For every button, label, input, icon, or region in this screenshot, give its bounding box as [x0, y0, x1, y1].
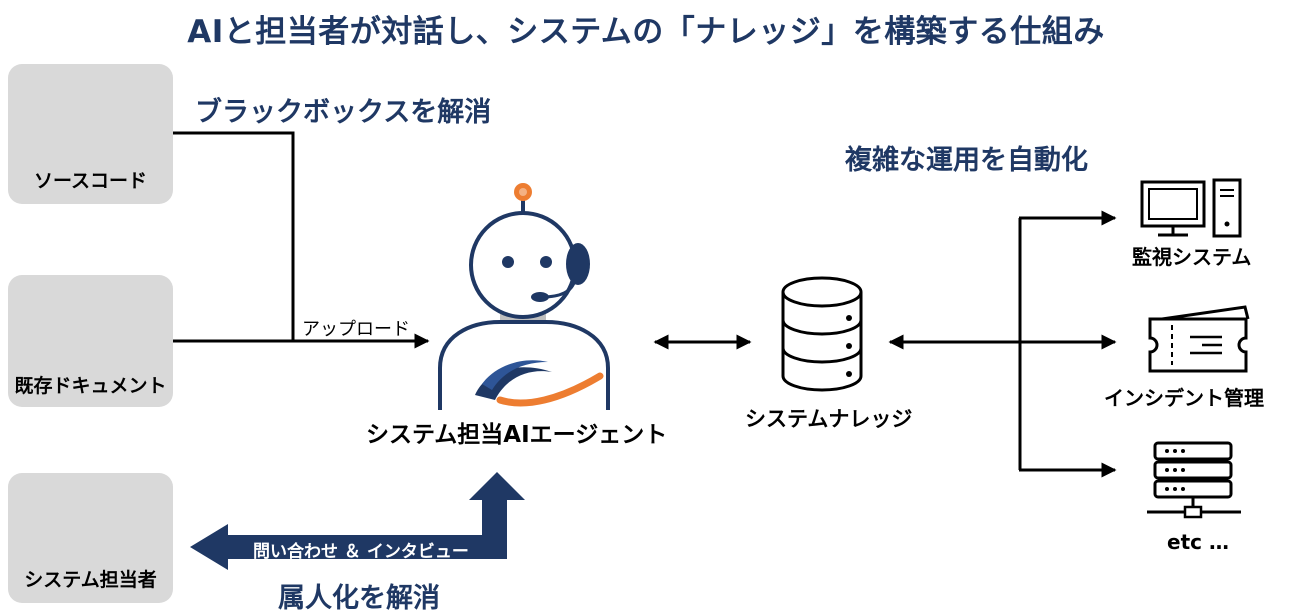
- heading-blackbox: ブラックボックスを解消: [195, 97, 492, 128]
- source-box-document: 既存ドキュメント: [8, 275, 173, 407]
- heading-automation: 複雑な運用を自動化: [845, 145, 1088, 176]
- knowledge-label: システムナレッジ: [745, 407, 913, 431]
- upload-connector: [173, 131, 430, 349]
- target-label-etc: etc …: [1167, 530, 1229, 554]
- page-title: AIと担当者が対話し、システムの「ナレッジ」を構築する仕組み: [187, 14, 1105, 50]
- source-label: システム担当者: [24, 569, 157, 591]
- server-network-icon: [1147, 441, 1241, 519]
- interview-arrow: [190, 472, 525, 570]
- source-label: 既存ドキュメント: [14, 375, 167, 397]
- source-label: ソースコード: [33, 170, 148, 192]
- ticket-icon: [1148, 305, 1250, 373]
- source-box-code: ソースコード: [8, 64, 173, 204]
- target-label-monitoring: 監視システム: [1132, 245, 1252, 269]
- target-label-incident: インシデント管理: [1104, 386, 1264, 410]
- knowledge-targets-connector: [888, 210, 1117, 478]
- agent-label: システム担当AIエージェント: [366, 422, 668, 448]
- upload-label: アップロード: [302, 319, 410, 340]
- interview-label: 問い合わせ ＆ インタビュー: [253, 542, 469, 562]
- robot-agent-icon: [438, 183, 610, 410]
- heading-individual: 属人化を解消: [278, 583, 440, 614]
- monitor-computer-icon: [1140, 178, 1242, 238]
- database-icon: [781, 276, 863, 392]
- source-box-person: システム担当者: [8, 473, 173, 603]
